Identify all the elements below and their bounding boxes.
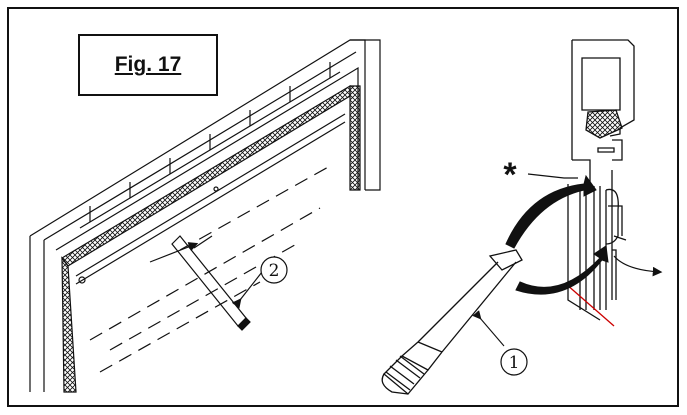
door-frame-drawing [29,39,381,393]
glass-reflection [89,165,331,373]
callout-2-number: 2 [269,261,280,281]
callout-1: 1 [500,348,528,376]
callout-1-number: 1 [509,353,520,373]
motion-arrows [505,174,609,295]
scraper-tool-2 [149,235,251,331]
asterisk-marker: * [503,156,517,194]
nozzle-tool-1 [381,249,523,395]
callout-2: 2 [260,256,288,284]
red-guide-line [565,283,615,327]
frame-louvers [79,62,341,229]
asterisk-leader [527,173,578,179]
callout-1-leader [472,310,505,347]
exit-arrow [613,255,663,277]
figure-label-box: Fig. 17 [78,34,218,96]
figure-label: Fig. 17 [114,53,182,76]
